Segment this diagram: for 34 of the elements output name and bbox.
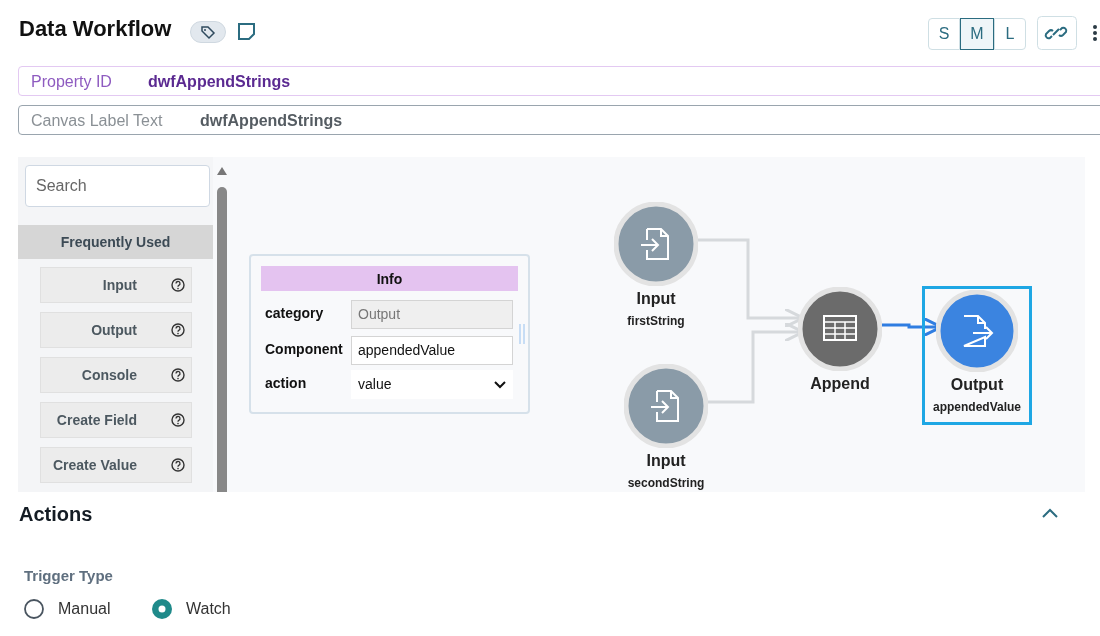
read-only-field: Output: [351, 300, 513, 329]
node-title: Output: [949, 376, 1005, 394]
category-header: Frequently Used: [18, 225, 213, 259]
group-label: Trigger Type: [24, 567, 113, 584]
text-field: appendedValue: [351, 336, 513, 365]
field-label: category: [265, 305, 324, 321]
palette-item: Input: [40, 267, 192, 303]
radio-label: Manual: [58, 600, 111, 618]
size-button: M: [960, 18, 994, 50]
field-label: action: [265, 375, 307, 391]
selected-node-frame: [922, 286, 1032, 425]
select-field: value: [351, 370, 513, 399]
palette-item: Create Value: [40, 447, 192, 483]
section-heading: Actions: [19, 503, 93, 526]
node-title: Input: [635, 290, 677, 308]
palette-item: Output: [40, 312, 192, 348]
panel-header: Info: [261, 266, 518, 291]
node-subtitle: firstString: [626, 314, 686, 328]
field-label: Property ID: [31, 73, 112, 91]
palette-item: Create Field: [40, 402, 192, 438]
node-title: Append: [809, 375, 871, 393]
field-value: dwfAppendStrings: [148, 73, 291, 91]
search-field: Search: [25, 165, 210, 207]
radio-label: Watch: [186, 600, 231, 618]
node-subtitle: appendedValue: [932, 400, 1022, 414]
field-label: Canvas Label Text: [31, 112, 163, 130]
page-title: Data Workflow: [19, 16, 172, 42]
size-button: S: [928, 18, 960, 50]
node-title: Input: [645, 452, 687, 470]
size-button: L: [994, 18, 1026, 50]
field-value: dwfAppendStrings: [200, 112, 343, 130]
field-label: Component: [265, 341, 343, 357]
node-subtitle: secondString: [626, 476, 706, 490]
palette-item: Console: [40, 357, 192, 393]
